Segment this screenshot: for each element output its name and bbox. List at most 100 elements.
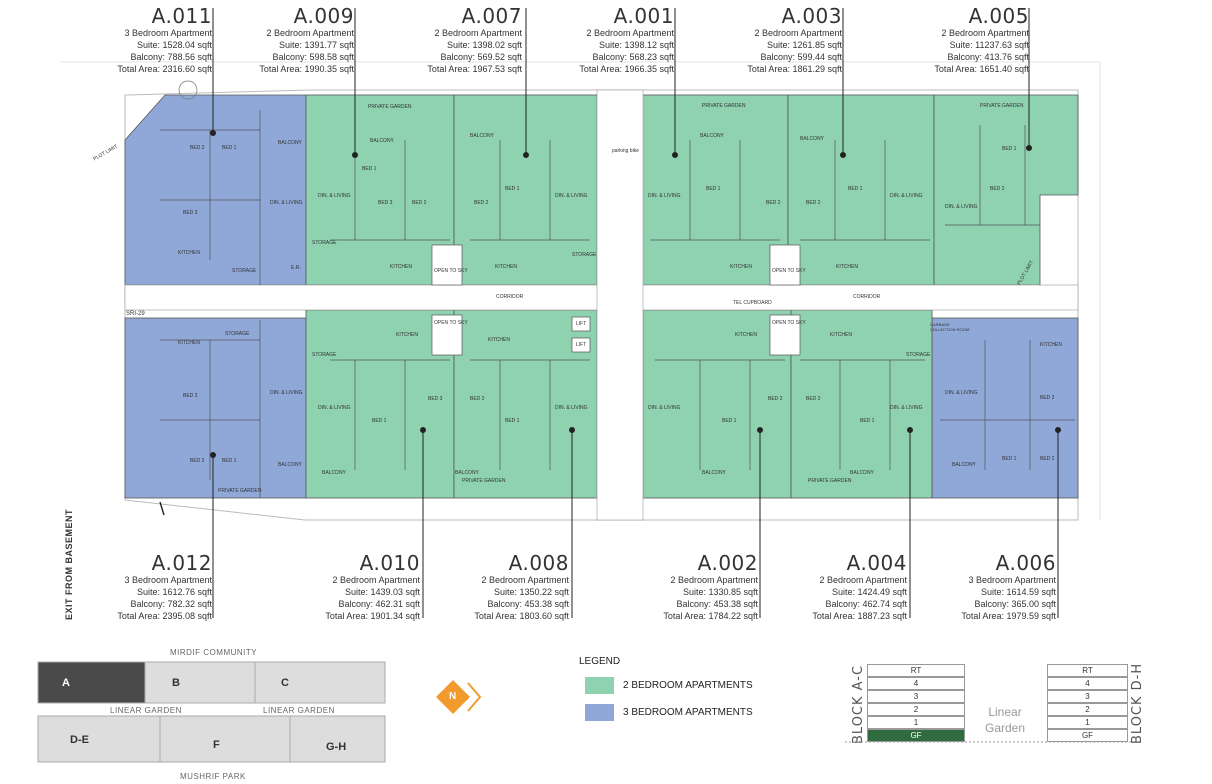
legend-label-2bed: 2 BEDROOM APARTMENTS <box>623 680 753 691</box>
plan-label-dining-3: DIN. & LIVING <box>555 193 588 199</box>
unit-label-a007: A.007 2 Bedroom Apartment Suite: 1398.02… <box>427 5 522 75</box>
unit-type: 2 Bedroom Apartment <box>266 28 354 38</box>
plan-label-bed1-6: BED 1 <box>1002 146 1017 152</box>
unit-suite-area: Suite: 1528.04 sqft <box>136 40 212 50</box>
plan-label-bed2-5: BED 2 <box>806 200 821 206</box>
exit-from-basement-label: EXIT FROM BASEMENT <box>64 508 74 620</box>
unit-type: 2 Bedroom Apartment <box>670 575 758 585</box>
plan-label-balcony-7: BALCONY <box>322 470 346 476</box>
plan-label-balcony-9: BALCONY <box>702 470 726 476</box>
plan-label-storage-3: STORAGE <box>572 252 597 258</box>
plan-label-private-garden-a009: PRIVATE GARDEN <box>368 104 412 110</box>
unit-total-area: Total Area: 1803.60 sqft <box>474 611 569 621</box>
keyplan-block-a <box>37 661 146 704</box>
stack-right-1: 1 <box>1047 716 1128 729</box>
plan-label-bed1-9: BED 1 <box>505 418 520 424</box>
plan-label-dining-10: DIN. & LIVING <box>648 405 681 411</box>
plan-label-storage-5: STORAGE <box>312 352 337 358</box>
unit-code: A.001 <box>613 4 674 28</box>
plan-label-bed2-3: BED 2 <box>474 200 489 206</box>
keyplan-text-b: B <box>172 677 180 689</box>
unit-suite-area: Suite: 1261.85 sqft <box>766 40 842 50</box>
plan-label-open-to-sky-1: OPEN TO SKY <box>434 268 468 274</box>
plan-label-bed3-2: BED 3 <box>378 200 393 206</box>
plan-label-dining-2: DIN. & LIVING <box>318 193 351 199</box>
unit-code: A.009 <box>293 4 354 28</box>
plan-label-bed1-10: BED 1 <box>722 418 737 424</box>
unit-suite-area: Suite: 1391.77 sqft <box>278 40 354 50</box>
plan-label-private-garden-a008: PRIVATE GARDEN <box>462 478 506 484</box>
plan-label-dining-9: DIN. & LIVING <box>555 405 588 411</box>
plan-label-bed3-7: BED 3 <box>183 393 198 399</box>
plan-label-tel-cupboard: TEL CUPBOARD <box>733 300 772 306</box>
unit-code: A.007 <box>461 4 522 28</box>
unit-fill-a001 <box>639 94 789 286</box>
unit-fill-a009 <box>305 94 455 286</box>
legend-label-3bed: 3 BEDROOM APARTMENTS <box>623 707 753 718</box>
plan-label-bed1-7: BED 1 <box>222 458 237 464</box>
unit-code: A.012 <box>151 551 212 575</box>
plan-label-balcony-10: BALCONY <box>850 470 874 476</box>
unit-code: A.011 <box>151 4 212 28</box>
plan-label-bed2-9: BED 2 <box>470 396 485 402</box>
plan-label-bed1-8: BED 1 <box>372 418 387 424</box>
unit-suite-area: Suite: 1330.85 sqft <box>682 587 758 597</box>
block-label-d-h: BLOCK D-H <box>1130 662 1145 744</box>
plan-label-bed3-1: BED 3 <box>183 210 198 216</box>
plan-label-open-to-sky-2: OPEN TO SKY <box>772 268 806 274</box>
unit-balcony-area: Balcony: 453.38 sqft <box>676 599 758 609</box>
plan-label-bed2-1: BED 2 <box>190 145 205 151</box>
plan-label-dining-1: DIN. & LIVING <box>270 200 303 206</box>
stack-right-3: 3 <box>1047 690 1128 703</box>
keyplan-text-c: C <box>281 677 289 689</box>
plan-label-bed1-4: BED 1 <box>706 186 721 192</box>
keyplan-label-mushrif: MUSHRIF PARK <box>180 772 246 781</box>
unit-total-area: Total Area: 1990.35 sqft <box>259 64 354 74</box>
plan-label-balcony-2: BALCONY <box>370 138 394 144</box>
keyplan-text-de: D-E <box>70 734 89 746</box>
unit-label-a006: A.006 3 Bedroom Apartment Suite: 1614.59… <box>961 552 1056 622</box>
plan-label-balcony-6: BALCONY <box>278 462 302 468</box>
unit-total-area: Total Area: 1967.53 sqft <box>427 64 522 74</box>
unit-balcony-area: Balcony: 453.38 sqft <box>487 599 569 609</box>
plan-label-kitchen-2: KITCHEN <box>178 340 200 346</box>
plan-label-parking-bike: parking bike <box>612 148 639 154</box>
plan-label-balcony-8: BALCONY <box>455 470 479 476</box>
plan-label-sri: SRI-29 <box>126 311 145 317</box>
plan-label-corridor-right: CORRIDOR <box>853 294 881 300</box>
unit-suite-area: Suite: 1424.49 sqft <box>831 587 907 597</box>
plan-label-private-garden-a004: PRIVATE GARDEN <box>808 478 852 484</box>
stack-left-2: 2 <box>867 703 965 716</box>
unit-fill-a011 <box>124 94 307 286</box>
plan-label-dining-7: DIN. & LIVING <box>270 390 303 396</box>
unit-label-a001: A.001 2 Bedroom Apartment Suite: 1398.12… <box>579 5 674 75</box>
plan-label-kitchen-3: KITCHEN <box>390 264 412 270</box>
plan-label-corridor-left: CORRIDOR <box>496 294 524 300</box>
plan-label-bed1-12: BED 1 <box>1002 456 1017 462</box>
plan-label-kitchen-1: KITCHEN <box>178 250 200 256</box>
plan-label-storage-4: STORAGE <box>225 331 250 337</box>
keyplan-text-gh: G-H <box>326 741 347 753</box>
unit-label-a002: A.002 2 Bedroom Apartment Suite: 1330.85… <box>663 552 758 622</box>
unit-type: 3 Bedroom Apartment <box>968 575 1056 585</box>
plan-label-balcony-11: BALCONY <box>952 462 976 468</box>
plan-label-lift-2: LIFT <box>576 342 587 348</box>
plan-label-bed2-6: BED 2 <box>990 186 1005 192</box>
unit-total-area: Total Area: 1651.40 sqft <box>934 64 1029 74</box>
linear-garden-label: Linear Garden <box>985 704 1025 736</box>
keyplan-block-f <box>159 715 291 763</box>
plan-label-dining-11: DIN. & LIVING <box>890 405 923 411</box>
plan-label-kitchen-5: KITCHEN <box>730 264 752 270</box>
unit-balcony-area: Balcony: 365.00 sqft <box>974 599 1056 609</box>
plan-label-er: E.R. <box>291 265 301 271</box>
plan-label-bed2-10: BED 2 <box>768 396 783 402</box>
unit-fill-a004 <box>790 309 933 499</box>
unit-code: A.006 <box>995 551 1056 575</box>
unit-type: 2 Bedroom Apartment <box>941 28 1029 38</box>
plan-label-bed3-12: BED 3 <box>1040 395 1055 401</box>
plan-label-bed3-8: BED 3 <box>428 396 443 402</box>
unit-total-area: Total Area: 2395.08 sqft <box>117 611 212 621</box>
plan-label-dining-4: DIN. & LIVING <box>648 193 681 199</box>
stack-right-gf: GF <box>1047 729 1128 742</box>
